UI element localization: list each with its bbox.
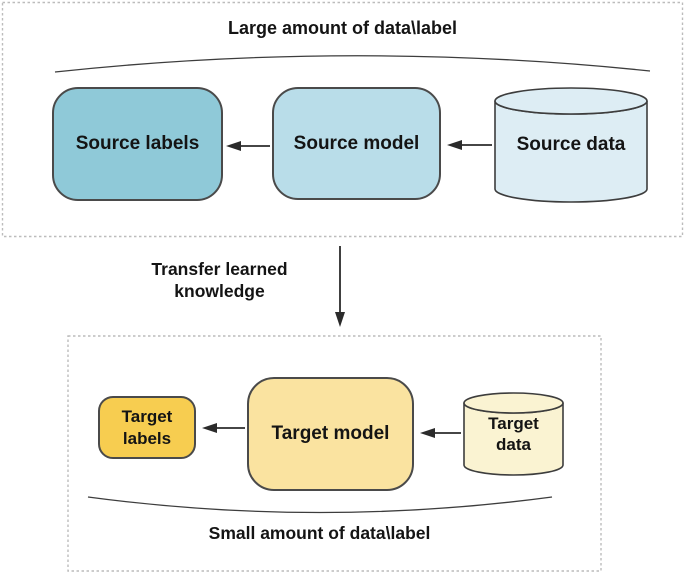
source-model-text: Source model (293, 132, 420, 154)
source-model-node (272, 87, 441, 200)
target-data-text: Target data (488, 413, 539, 454)
source-section-title: Large amount of data\label (227, 17, 458, 38)
target-model-node (247, 377, 414, 491)
source-data-cylinder-top (494, 87, 648, 115)
source-labels-node (52, 87, 223, 201)
target-data-cylinder (463, 392, 564, 476)
target-labels-text: Target labels (121, 407, 173, 448)
target-model-text: Target model (271, 423, 390, 445)
transfer-knowledge-label: Transfer learned knowledge (151, 259, 288, 301)
arrow-target-data-to-model (420, 428, 461, 438)
target-labels-node (98, 396, 196, 459)
arrow-target-model-to-labels (202, 423, 245, 433)
source-labels-text: Source labels (75, 133, 200, 155)
arrow-transfer-knowledge (335, 246, 345, 327)
target-section-caption: Small amount of data\label (208, 523, 431, 544)
source-section-frame (1, 1, 684, 238)
arrow-source-data-to-model (447, 140, 492, 150)
source-data-text: Source data (516, 134, 626, 156)
large-data-brace-arc (54, 55, 651, 73)
target-section-frame (67, 335, 602, 572)
source-data-cylinder (494, 87, 648, 203)
small-data-brace-arc (87, 496, 553, 514)
target-data-cylinder-top (463, 392, 564, 414)
arrow-source-model-to-labels (226, 141, 270, 151)
